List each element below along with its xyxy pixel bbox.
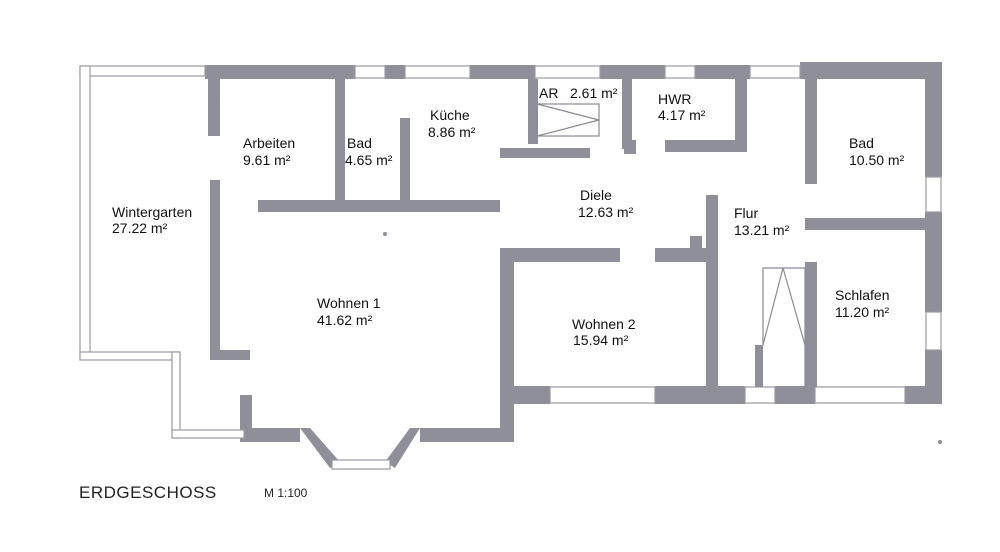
wall-right-2: [925, 212, 942, 312]
room-kueche: Küche 8.86 m²: [428, 107, 476, 140]
wall-schlafen-left: [805, 262, 817, 387]
room-wohnen2: Wohnen 2 15.94 m²: [572, 316, 636, 348]
room-area: 11.20 m²: [835, 304, 890, 320]
window-right-2: [925, 311, 942, 351]
wall-kueche-bottom: [500, 148, 590, 158]
stairs-ar-diag-2: [536, 119, 600, 137]
room-area: 8.86 m²: [428, 124, 476, 140]
window-bay: [331, 459, 391, 470]
room-name: Schlafen: [835, 287, 889, 303]
room-bad-small: Bad 4.65 m²: [345, 135, 393, 168]
room-area: 4.17 m²: [658, 107, 706, 123]
room-area: 15.94 m²: [573, 332, 629, 348]
marker-3: [938, 440, 942, 444]
room-name: Bad: [347, 135, 372, 151]
stairs-ar-diag-1: [536, 103, 600, 121]
wall-flur-left: [706, 195, 718, 387]
wall-bad-kueche: [400, 118, 410, 200]
room-name: Wintergarten: [112, 204, 192, 220]
room-name: Arbeiten: [243, 135, 295, 151]
window-top-1: [354, 65, 386, 79]
window-top-2: [404, 65, 471, 79]
window-top-3: [534, 65, 601, 79]
room-arbeiten: Arbeiten 9.61 m²: [243, 135, 295, 168]
room-wintergarten: Wintergarten 27.22 m²: [112, 204, 192, 236]
room-area: 27.22 m²: [112, 220, 168, 236]
room-flur: Flur 13.21 m²: [734, 205, 790, 238]
wall-right-1: [925, 62, 942, 177]
wintergarten-bottom-glass: [79, 351, 181, 361]
wall-ar-door-post: [624, 140, 636, 154]
wintergarten-left-glass: [79, 65, 91, 359]
wall-bay-left: [300, 428, 340, 468]
room-area: 4.65 m²: [345, 152, 393, 168]
stairs-flur: [762, 267, 806, 387]
wall-top-4: [600, 65, 665, 79]
room-name: Wohnen 2: [572, 316, 636, 332]
room-hwr: HWR 4.17 m²: [658, 91, 706, 123]
window-right-1: [925, 176, 942, 213]
wall-top-3: [470, 65, 535, 79]
room-name: Diele: [580, 187, 612, 203]
stairs-flur-diag-1: [762, 267, 784, 346]
room-area: 13.21 m²: [734, 222, 790, 238]
room-name: HWR: [658, 91, 691, 107]
wall-wintergarten-step: [210, 350, 250, 360]
window-bottom-3: [814, 386, 906, 404]
room-schlafen: Schlafen 11.20 m²: [835, 287, 890, 320]
stairs-flur-diag-2: [782, 267, 806, 346]
marker-2: [383, 232, 387, 236]
plan-scale: M 1:100: [264, 486, 308, 500]
room-name: Bad: [849, 135, 874, 151]
window-bottom-1: [549, 386, 656, 404]
window-bottom-2: [744, 386, 776, 404]
room-diele: Diele 12.63 m²: [578, 187, 634, 220]
room-name: Küche: [430, 107, 470, 123]
wall-hwr-bottom: [665, 140, 745, 152]
wall-bay-right: [385, 428, 420, 468]
wall-wintergarten-right-1: [208, 76, 220, 136]
room-name: Flur: [734, 205, 758, 221]
wall-flur-stub: [755, 345, 763, 387]
wall-arbeiten-bad: [335, 79, 345, 200]
wintergarten-annex-left: [171, 351, 181, 439]
wall-top-2: [385, 65, 405, 79]
stairs-ar: [536, 103, 600, 137]
room-ar: AR 2.61 m²: [539, 85, 618, 101]
wall-wohnen2-top-right: [655, 248, 715, 262]
plan-title: ERDGESCHOSS: [79, 483, 217, 502]
window-top-5: [749, 65, 801, 79]
wall-bad-left: [805, 79, 817, 184]
wall-wintergarten-right-2: [210, 180, 220, 355]
wall-top-1: [205, 65, 355, 79]
wall-bottom-3: [775, 386, 815, 404]
wall-wohnen2-top-left: [500, 248, 620, 262]
wall-hwr-right: [735, 72, 747, 152]
wintergarten-annex-bottom: [171, 429, 245, 439]
room-name: AR: [539, 85, 558, 101]
wall-bottom-4: [905, 386, 942, 404]
room-bad-large: Bad 10.50 m²: [849, 135, 905, 168]
wall-arbeiten-bottom: [258, 200, 500, 212]
room-area: 9.61 m²: [243, 152, 291, 168]
room-area: 10.50 m²: [849, 152, 905, 168]
wall-diele-stub: [690, 236, 702, 250]
wall-bottom-2: [655, 386, 745, 404]
wall-top-6: [800, 62, 942, 79]
marker-1: [213, 96, 217, 100]
wall-wohnen1-bottom-left: [248, 428, 300, 442]
wall-kueche-right: [528, 79, 538, 144]
room-area: 12.63 m²: [578, 204, 634, 220]
room-area: 2.61 m²: [570, 85, 618, 101]
room-name: Wohnen 1: [317, 295, 381, 311]
wall-bad-bottom: [805, 218, 925, 230]
wall-wohnen1-bottom-right: [420, 428, 514, 442]
wall-wohnen2-left: [500, 248, 514, 438]
room-wohnen1: Wohnen 1 41.62 m²: [317, 295, 381, 328]
room-area: 41.62 m²: [317, 312, 373, 328]
wall-ar-right: [622, 79, 632, 149]
window-top-4: [664, 65, 696, 79]
wintergarten-top-glass: [79, 65, 206, 77]
